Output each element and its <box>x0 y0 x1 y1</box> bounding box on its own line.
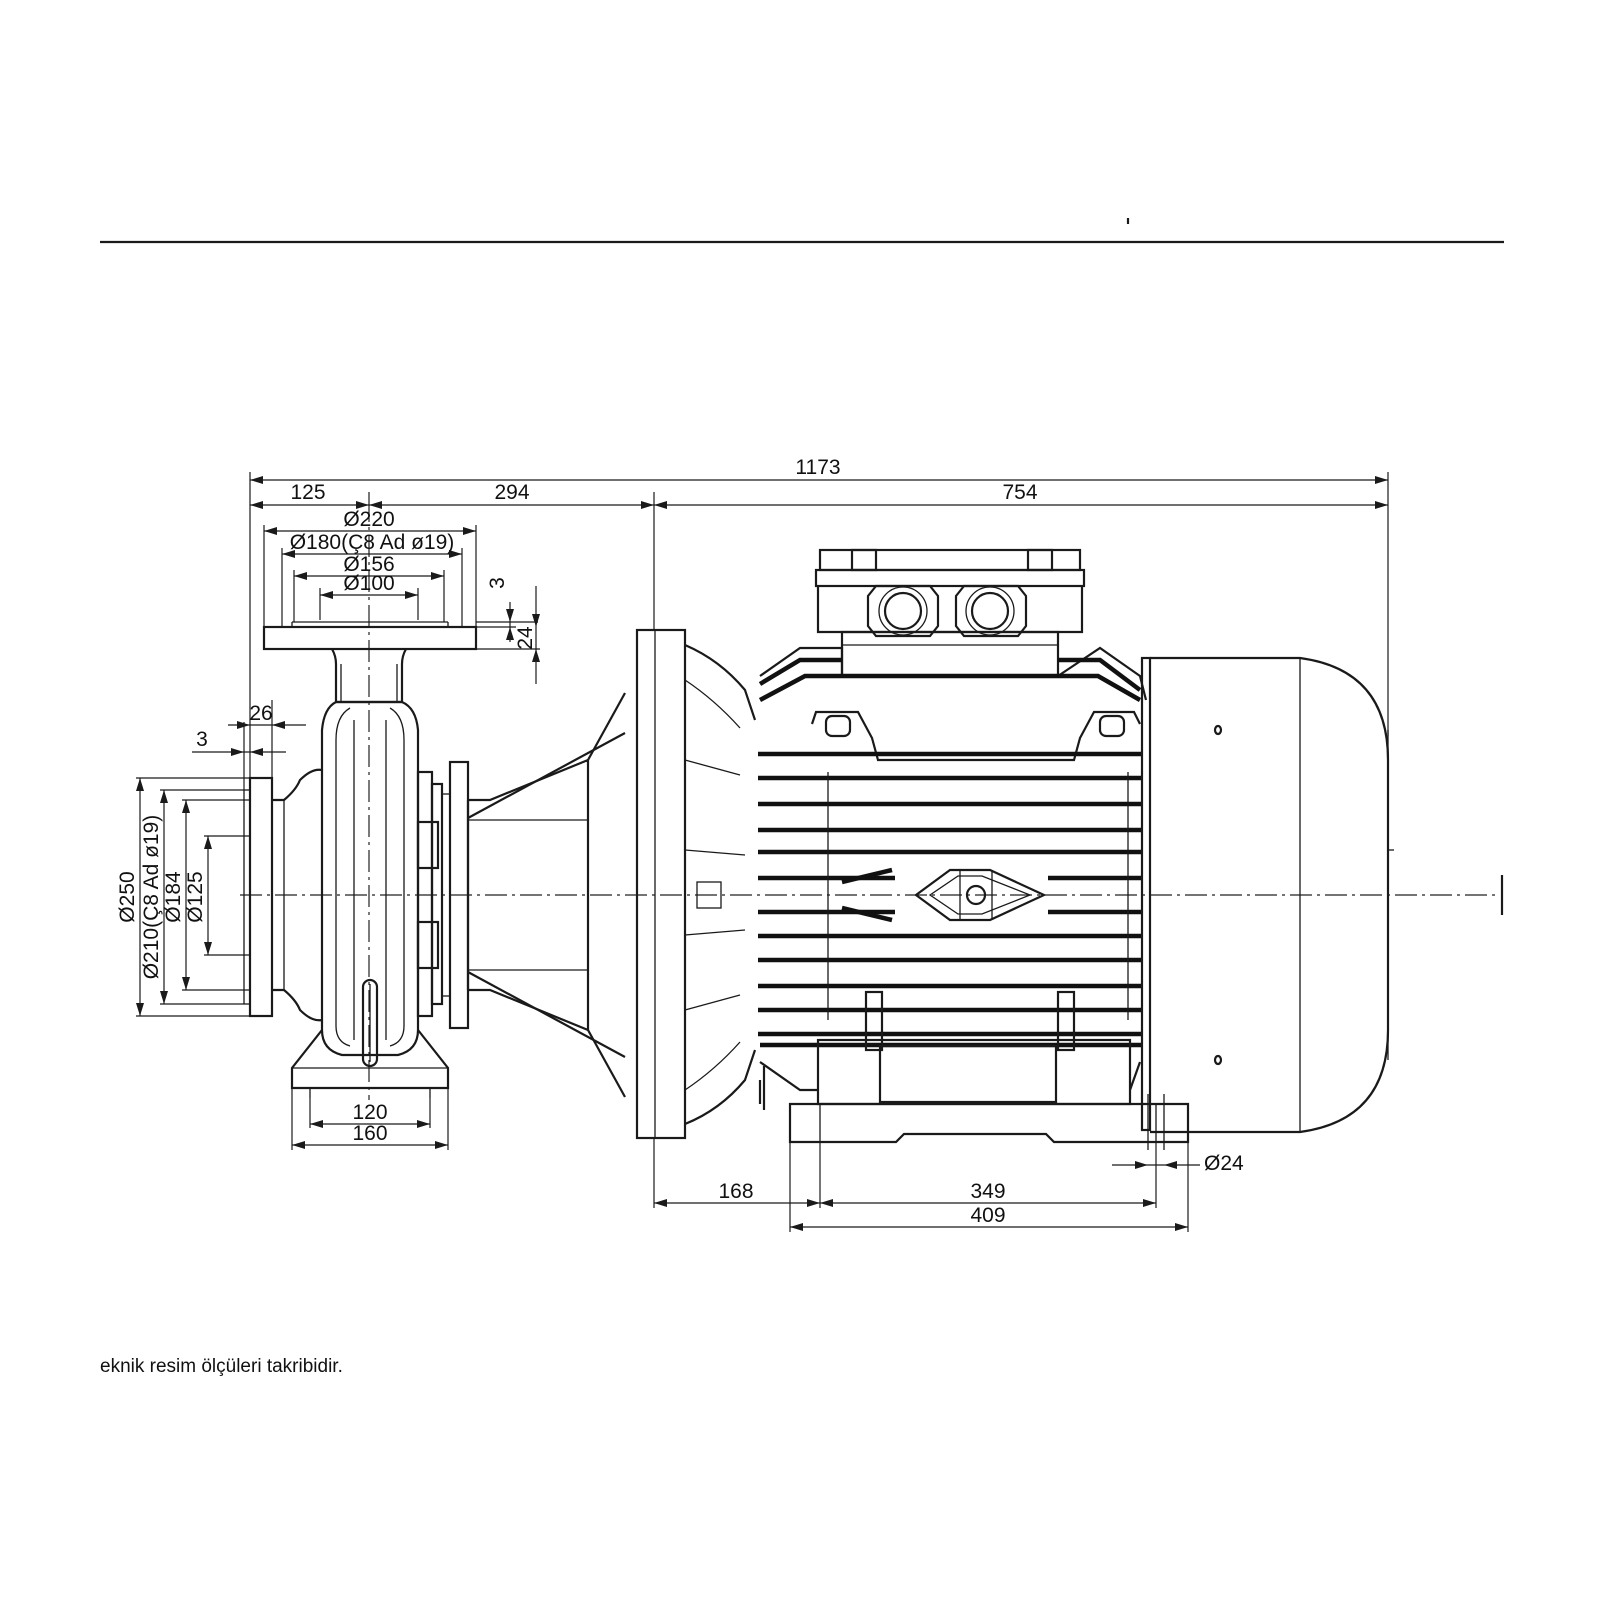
dim-side-flange-face: 3 <box>196 728 208 751</box>
volute-casing <box>320 700 420 1068</box>
dim-top-flange-raised-face: Ø156 <box>343 553 394 576</box>
dim-side-flange-thickness: 26 <box>249 702 272 725</box>
dim-foot-hole: Ø24 <box>1204 1152 1244 1175</box>
dim-pump-to-motor-flange: 294 <box>494 481 529 504</box>
dim-motor-foot-bolt-spacing: 349 <box>970 1180 1005 1203</box>
dim-side-flange-raised-face: Ø184 <box>162 871 185 923</box>
motor-base <box>758 1038 1190 1150</box>
fan-cover <box>1140 656 1394 1134</box>
terminal-box <box>814 548 1086 678</box>
cable-gland-left <box>866 584 940 638</box>
motor-emblem <box>914 868 1047 922</box>
suction-flange <box>243 768 323 1022</box>
lantern-bracket <box>466 692 626 1098</box>
dim-motor-foot-width: 409 <box>970 1204 1005 1227</box>
dim-side-flange-bolt-circle: Ø210(Ç8 Ad ø19) <box>140 815 163 980</box>
motor-flange <box>635 628 757 1140</box>
dim-motor-length: 754 <box>1002 481 1037 504</box>
footer-note: eknik resim ölçüleri takribidir. <box>100 1356 343 1377</box>
dim-pump-foot-outer: 160 <box>352 1122 387 1145</box>
discharge-flange <box>262 621 478 704</box>
motor-body <box>758 646 1148 1092</box>
dim-top-flange-bolt-circle: Ø180(Ç8 Ad ø19) <box>290 531 455 554</box>
dim-suction-to-flange: 125 <box>290 481 325 504</box>
dim-top-flange-thickness: 24 <box>514 626 537 650</box>
dim-pump-foot-inner: 120 <box>352 1101 387 1124</box>
pump-foot <box>290 1029 450 1098</box>
dim-top-flange-face: 3 <box>486 577 509 589</box>
dim-top-flange-outer: Ø220 <box>343 508 394 531</box>
cable-gland-right <box>954 584 1028 638</box>
dim-top-flange-bore: Ø100 <box>343 572 394 595</box>
dim-motor-foot-offset: 168 <box>718 1180 753 1203</box>
dim-overall-length: 1173 <box>795 456 840 479</box>
dim-side-flange-bore: Ø125 <box>184 871 207 922</box>
dim-side-flange-outer: Ø250 <box>116 871 139 922</box>
